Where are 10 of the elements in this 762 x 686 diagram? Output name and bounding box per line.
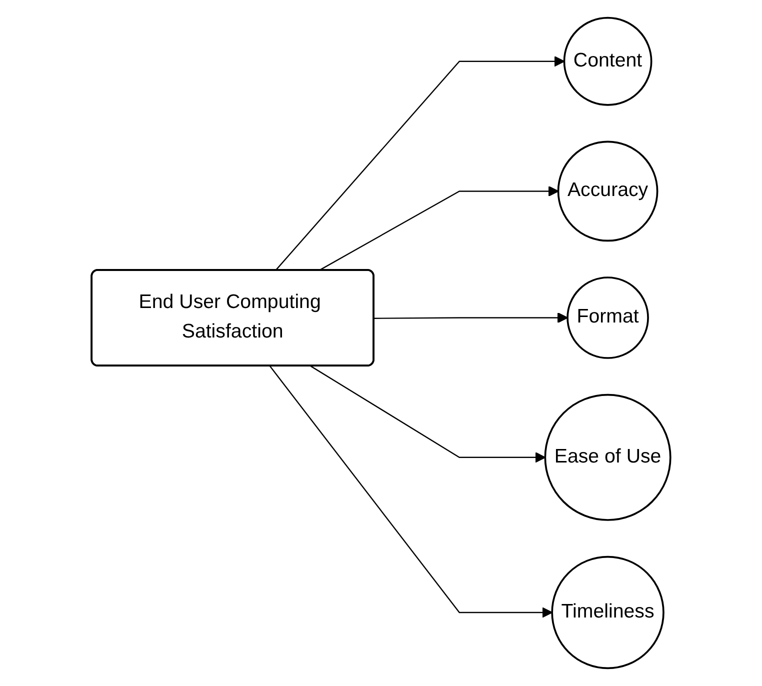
node-circle: Accuracy bbox=[557, 140, 658, 242]
arrow bbox=[374, 312, 568, 324]
node-circle: Ease of Use bbox=[544, 394, 672, 521]
arrow bbox=[269, 366, 553, 618]
node-circle: Format bbox=[566, 276, 649, 359]
arrow bbox=[318, 186, 559, 272]
node-circle: Content bbox=[563, 16, 652, 106]
arrow bbox=[275, 56, 565, 271]
node-circle: Timeliness bbox=[551, 556, 664, 670]
arrow bbox=[310, 366, 546, 463]
